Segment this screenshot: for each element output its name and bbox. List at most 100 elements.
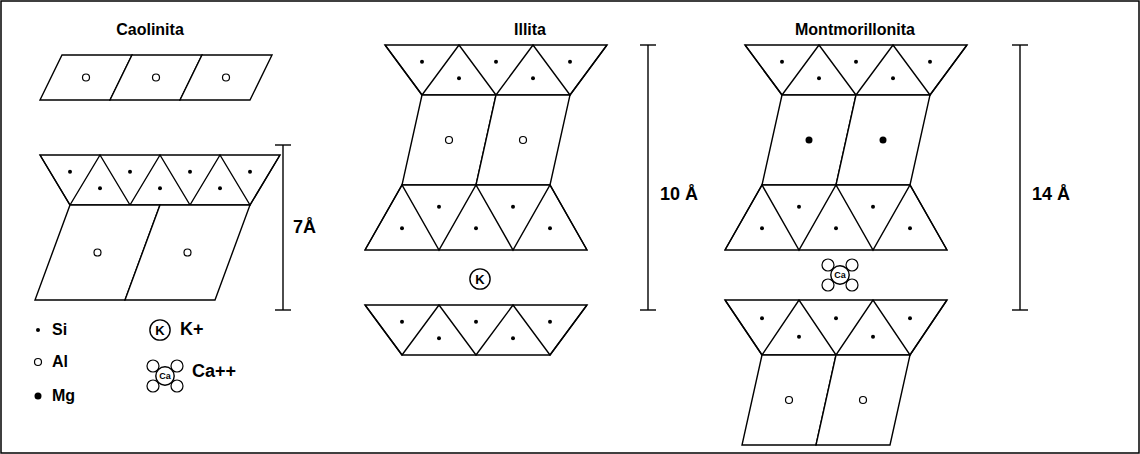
si-atom [797,335,801,339]
si-atom [834,226,838,230]
tetrahedral-sheet [725,185,947,250]
dimension-tick [640,309,656,310]
si-atom [854,60,858,64]
dimension-tick [275,309,291,310]
ion-circle [831,266,849,284]
ion-symbol: K [469,268,491,290]
ion-circle [156,367,174,385]
si-atom [400,320,404,324]
si-atom [817,76,821,80]
tetrahedral-sheet [40,155,280,205]
al-atom [35,359,42,366]
si-atom [908,226,912,230]
mg-atom [880,137,887,144]
mg-atom [35,393,42,400]
legend-label: Al [52,353,68,371]
dimension-tick [275,144,291,145]
tetrahedral-edges [385,45,607,95]
al-atom [153,74,160,81]
mineral-heading: Illita [514,21,546,39]
si-atom [420,60,424,64]
si-atom [891,76,895,80]
tetrahedral-edges [365,305,587,355]
si-atom [871,205,875,209]
calcium-ion-symbol: Ca [155,366,175,386]
tetrahedral-sheet [365,305,587,355]
si-atom [474,320,478,324]
si-atom [158,186,162,190]
ion-symbol: Ca [830,265,850,285]
tetrahedral-edges [40,155,280,205]
si-atom [36,328,40,332]
si-atom [568,60,572,64]
si-atom [511,336,515,340]
al-atom [520,137,527,144]
legend-label: Mg [52,387,75,405]
dimension-tick [1012,44,1028,45]
legend-label: Si [52,321,67,339]
tetrahedral-sheet [365,185,587,250]
dimension-tick [1012,309,1028,310]
si-atom [760,316,764,320]
si-atom [871,335,875,339]
al-atom [83,74,90,81]
si-atom [474,226,478,230]
dimension-bracket [647,45,648,310]
legend-label: K+ [180,320,204,340]
basal-spacing: 14 Å [1032,185,1070,205]
si-atom [457,76,461,80]
ion-symbol: Ca [155,366,175,386]
si-atom [780,60,784,64]
tetrahedral-edges [725,185,947,250]
si-atom [760,226,764,230]
si-atom [494,60,498,64]
si-atom [248,170,252,174]
mg-atom [806,137,813,144]
mineral-heading: Montmorillonita [795,21,915,39]
tetrahedral-sheet [745,45,967,95]
tetrahedral-edges [365,185,587,250]
si-atom [128,170,132,174]
si-atom [511,205,515,209]
si-atom [908,316,912,320]
dimension-bracket [282,145,283,310]
al-atom [446,137,453,144]
octahedral-sheet [836,95,930,185]
ion-circle [470,269,490,289]
si-atom [68,170,72,174]
octahedral-sheet [476,95,570,185]
dimension-bracket [1019,45,1020,310]
legend-label: Ca++ [192,362,236,382]
al-atom [94,249,101,256]
dimension-tick [640,44,656,45]
potassium-ion: K [469,268,491,290]
si-atom [437,205,441,209]
si-atom [437,336,441,340]
tetrahedral-edges [725,300,947,355]
mineral-heading: Caolinita [116,21,184,39]
si-atom [548,226,552,230]
ion-circle [150,320,170,340]
basal-spacing: 7Å [293,218,316,238]
al-atom [184,249,191,256]
tetrahedral-sheet [385,45,607,95]
si-atom [531,76,535,80]
octahedral-sheet [180,55,272,100]
si-atom [548,320,552,324]
octahedral-sheet [125,205,250,300]
calcium-ion: Ca [830,265,850,285]
tetrahedral-sheet [725,300,947,355]
basal-spacing: 10 Å [660,185,698,205]
tetrahedral-edges [745,45,967,95]
si-atom [928,60,932,64]
si-atom [188,170,192,174]
ion-symbol: K [149,319,171,341]
octahedral-sheet [816,355,910,445]
si-atom [797,205,801,209]
al-atom [786,397,793,404]
si-atom [834,316,838,320]
al-atom [223,74,230,81]
